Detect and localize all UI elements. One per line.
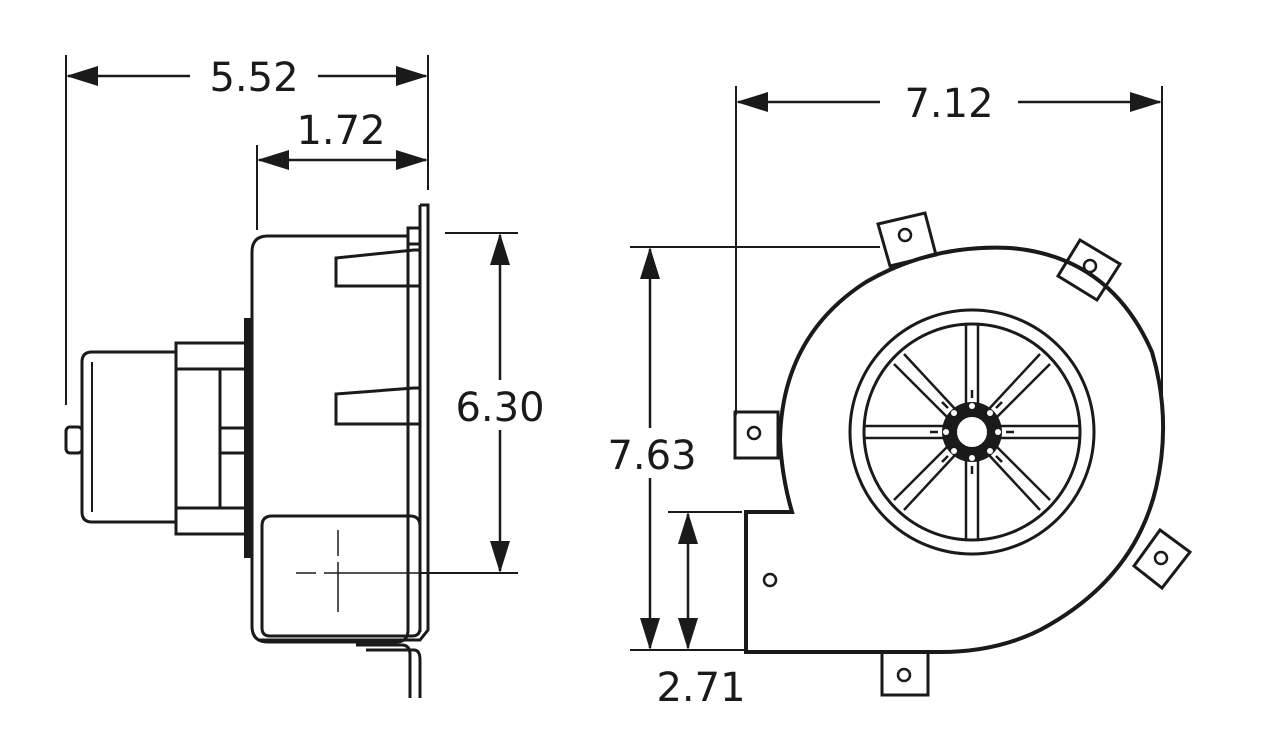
scroll-housing bbox=[744, 245, 1166, 654]
label-2-71: 2.71 bbox=[656, 665, 745, 711]
housing-hole bbox=[762, 572, 778, 588]
side-motor-mount bbox=[174, 318, 254, 558]
impeller-hub bbox=[930, 390, 1014, 474]
dimension-front-height: 7.63 bbox=[600, 247, 704, 650]
mounting-tab-right bbox=[1131, 527, 1193, 591]
label-7-12: 7.12 bbox=[904, 81, 993, 127]
dimension-front-outlet-height: 2.71 bbox=[656, 512, 746, 711]
blower-impeller bbox=[848, 308, 1096, 556]
dimension-side-overall-depth: 5.52 bbox=[66, 55, 428, 101]
dimension-side-housing-depth: 1.72 bbox=[257, 108, 428, 170]
dimension-side-height: 6.30 bbox=[420, 232, 550, 574]
side-motor bbox=[64, 350, 178, 524]
label-5-52: 5.52 bbox=[209, 55, 298, 101]
label-7-63: 7.63 bbox=[607, 433, 696, 479]
label-6-30: 6.30 bbox=[455, 385, 544, 431]
mounting-tab-left bbox=[733, 410, 780, 460]
mounting-tab-bottom bbox=[880, 650, 930, 697]
dimension-front-width: 7.12 bbox=[736, 81, 1162, 127]
side-housing bbox=[250, 203, 430, 698]
front-view: 7.12 7.63 2.71 bbox=[600, 81, 1193, 711]
side-view: 5.52 1.72 6.30 bbox=[64, 55, 550, 698]
label-1-72: 1.72 bbox=[296, 108, 385, 154]
